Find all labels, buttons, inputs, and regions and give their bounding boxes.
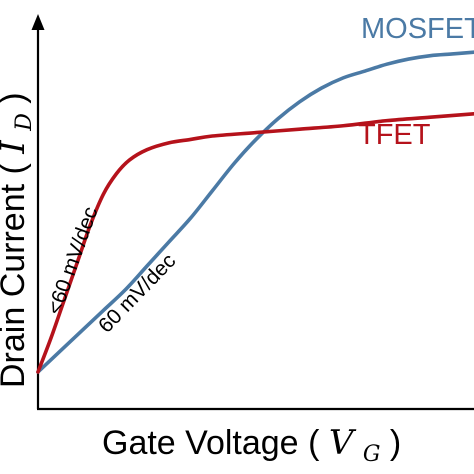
series-label-mosfet: MOSFET — [361, 13, 474, 45]
x-axis-label-subscript: G — [363, 442, 381, 467]
y-axis-label-symbol: I — [0, 140, 33, 155]
y-axis-label-open-paren: ( — [0, 162, 32, 174]
y-axis-label-subscript: D — [12, 113, 37, 132]
slope-annotation-tfet: <60 mV/dec — [43, 204, 102, 318]
y-axis-arrow-icon — [31, 14, 45, 30]
x-axis-label-text: Gate Voltage — [102, 424, 299, 462]
y-axis-label: Drain Current ( I D ) — [0, 92, 39, 388]
x-axis-label: Gate Voltage ( V G ) — [102, 423, 401, 469]
x-axis-label-open-paren: ( — [308, 424, 320, 462]
series-line-tfet — [36, 111, 474, 374]
series-layer — [36, 50, 474, 374]
slope-annotation-mosfet: 60 mV/dec — [94, 249, 180, 337]
x-axis-label-close-paren: ) — [390, 424, 401, 462]
y-axis-label-close-paren: ) — [0, 92, 32, 103]
series-line-mosfet — [36, 50, 474, 374]
series-label-tfet: TFET — [358, 119, 431, 151]
x-axis-label-symbol: V — [329, 423, 357, 463]
y-axis-label-text: Drain Current — [0, 183, 32, 388]
y-axis — [31, 14, 45, 409]
